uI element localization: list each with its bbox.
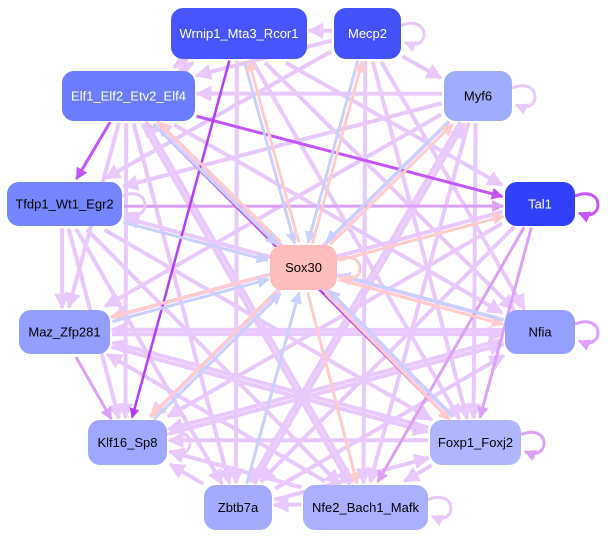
- edge-foxp1-to-sox30: [328, 289, 455, 418]
- edge-wrnip1-to-zbtb7a: [227, 60, 244, 485]
- edge-foxp1-to-nfe2: [403, 463, 433, 483]
- node-box: [171, 8, 307, 59]
- node-tfdp1[interactable]: Tfdp1_Wt1_Egr2: [7, 182, 122, 226]
- edge-sox30-to-nfe2: [306, 292, 361, 485]
- node-box: [505, 310, 575, 354]
- node-wrnip1[interactable]: Wrnip1_Mta3_Rcor1: [171, 8, 307, 59]
- edge-elf1-to-tal1: [196, 114, 504, 200]
- node-box: [444, 71, 512, 121]
- self-loop-tal1: [574, 192, 600, 223]
- nodes-layer: Wrnip1_Mta3_Rcor1 Mecp2Elf1_Elf2_Etv2_Elf…: [7, 8, 575, 530]
- edges-layer: [54, 22, 533, 513]
- node-elf1[interactable]: Elf1_Elf2_Etv2_Elf4: [62, 71, 195, 121]
- node-box: [88, 420, 167, 465]
- node-box: [204, 485, 272, 530]
- node-label: Zbtb7a: [218, 500, 259, 515]
- edge-elf1-to-nfia: [173, 122, 504, 315]
- node-label: Nfe2_Bach1_Mafk: [312, 500, 419, 515]
- node-box: [303, 485, 428, 530]
- node-tal1[interactable]: Tal1: [505, 182, 575, 226]
- node-label: Tal1: [528, 196, 552, 211]
- node-box: [334, 8, 401, 59]
- node-label: Wrnip1_Mta3_Rcor1: [180, 26, 299, 41]
- edge-foxp1-to-maz: [110, 338, 430, 430]
- node-zbtb7a[interactable]: Zbtb7a: [204, 485, 272, 530]
- edge-sox30-to-myf6: [329, 123, 454, 246]
- node-box: [62, 71, 195, 121]
- edge-sox30-to-elf1: [156, 120, 282, 243]
- edge-myf6-to-maz: [103, 112, 442, 309]
- node-box: [505, 182, 575, 226]
- edge-maz-to-klf16: [74, 356, 113, 421]
- node-nfia[interactable]: Nfia: [505, 310, 575, 354]
- self-loop-nfia: [574, 320, 600, 351]
- self-loop-foxp1: [520, 430, 546, 462]
- edge-elf1-to-nfe2: [140, 122, 352, 486]
- edge-mecp2-to-wrnip1: [307, 22, 333, 39]
- node-maz[interactable]: Maz_Zfp281: [19, 310, 110, 354]
- edge-wrnip1-to-sox30: [242, 61, 298, 245]
- node-mecp2[interactable]: Mecp2: [334, 8, 401, 59]
- self-loop-mecp2: [400, 21, 426, 53]
- self-loop-klf16: [166, 430, 192, 462]
- edge-nfia-to-sox30: [338, 271, 504, 322]
- self-loops-layer: [121, 21, 600, 527]
- node-label: Mecp2: [348, 26, 387, 41]
- edge-maz-to-foxp1: [110, 345, 430, 436]
- node-foxp1[interactable]: Foxp1_Foxj2: [430, 420, 521, 465]
- node-label: Foxp1_Foxj2: [438, 435, 513, 450]
- edge-tal1-to-klf16: [166, 221, 503, 419]
- node-box: [430, 420, 521, 465]
- self-loop-sox30: [336, 255, 362, 287]
- edge-sox30-to-tal1: [339, 213, 505, 262]
- node-label: Sox30: [285, 260, 322, 275]
- edge-elf1-to-sox30: [153, 123, 278, 246]
- edge-sox30-to-foxp1: [324, 292, 451, 421]
- node-box: [19, 310, 110, 354]
- edge-elf1-to-tfdp1: [75, 121, 112, 181]
- edge-tfdp1-to-foxp1: [103, 228, 434, 422]
- edge-wrnip1-to-klf16: [129, 60, 231, 419]
- node-box: [270, 245, 337, 290]
- edge-mecp2-to-sox30: [305, 60, 360, 244]
- node-myf6[interactable]: Myf6: [444, 71, 512, 121]
- edge-wrnip1-to-elf1: [172, 53, 191, 69]
- edge-sox30-to-mecp2: [310, 60, 366, 244]
- edge-sox30-to-klf16: [149, 289, 279, 418]
- self-loop-tfdp1: [121, 192, 147, 223]
- edge-nfe2-to-klf16: [167, 447, 303, 490]
- edge-zbtb7a-to-myf6: [252, 122, 466, 486]
- edge-zbtb7a-to-sox30: [245, 291, 302, 484]
- edge-mecp2-to-nfe2: [355, 60, 372, 485]
- edge-maz-to-sox30: [112, 276, 270, 323]
- node-label: Nfia: [528, 324, 552, 339]
- node-label: Elf1_Elf2_Etv2_Elf4: [71, 88, 186, 103]
- edge-myf6-to-foxp1: [465, 122, 482, 420]
- node-label: Myf6: [464, 88, 492, 103]
- self-loop-nfe2: [427, 495, 453, 527]
- node-klf16[interactable]: Klf16_Sp8: [88, 420, 167, 465]
- edge-tal1-to-nfe2: [376, 226, 526, 484]
- node-box: [7, 182, 122, 226]
- node-label: Maz_Zfp281: [28, 324, 100, 339]
- edge-zbtb7a-to-klf16: [168, 462, 205, 486]
- edge-nfia-to-klf16: [166, 337, 503, 434]
- self-loop-myf6: [511, 84, 537, 115]
- node-sox30[interactable]: Sox30: [270, 245, 337, 290]
- node-label: Klf16_Sp8: [98, 435, 158, 450]
- edge-sox30-to-wrnip1: [245, 59, 301, 243]
- edge-myf6-to-zbtb7a: [248, 120, 463, 484]
- edge-tfdp1-to-sox30: [123, 220, 269, 264]
- edge-mecp2-to-myf6: [401, 54, 443, 80]
- edge-sox30-to-maz: [110, 273, 268, 320]
- node-label: Tfdp1_Wt1_Egr2: [15, 196, 113, 211]
- edge-myf6-to-sox30: [325, 120, 450, 243]
- edge-sox30-to-nfia: [338, 277, 504, 328]
- edge-wrnip1-to-tal1: [284, 60, 504, 187]
- edge-nfe2-to-elf1: [144, 120, 355, 483]
- edge-klf16-to-sox30: [152, 292, 282, 421]
- node-nfe2[interactable]: Nfe2_Bach1_Mafk: [303, 485, 428, 530]
